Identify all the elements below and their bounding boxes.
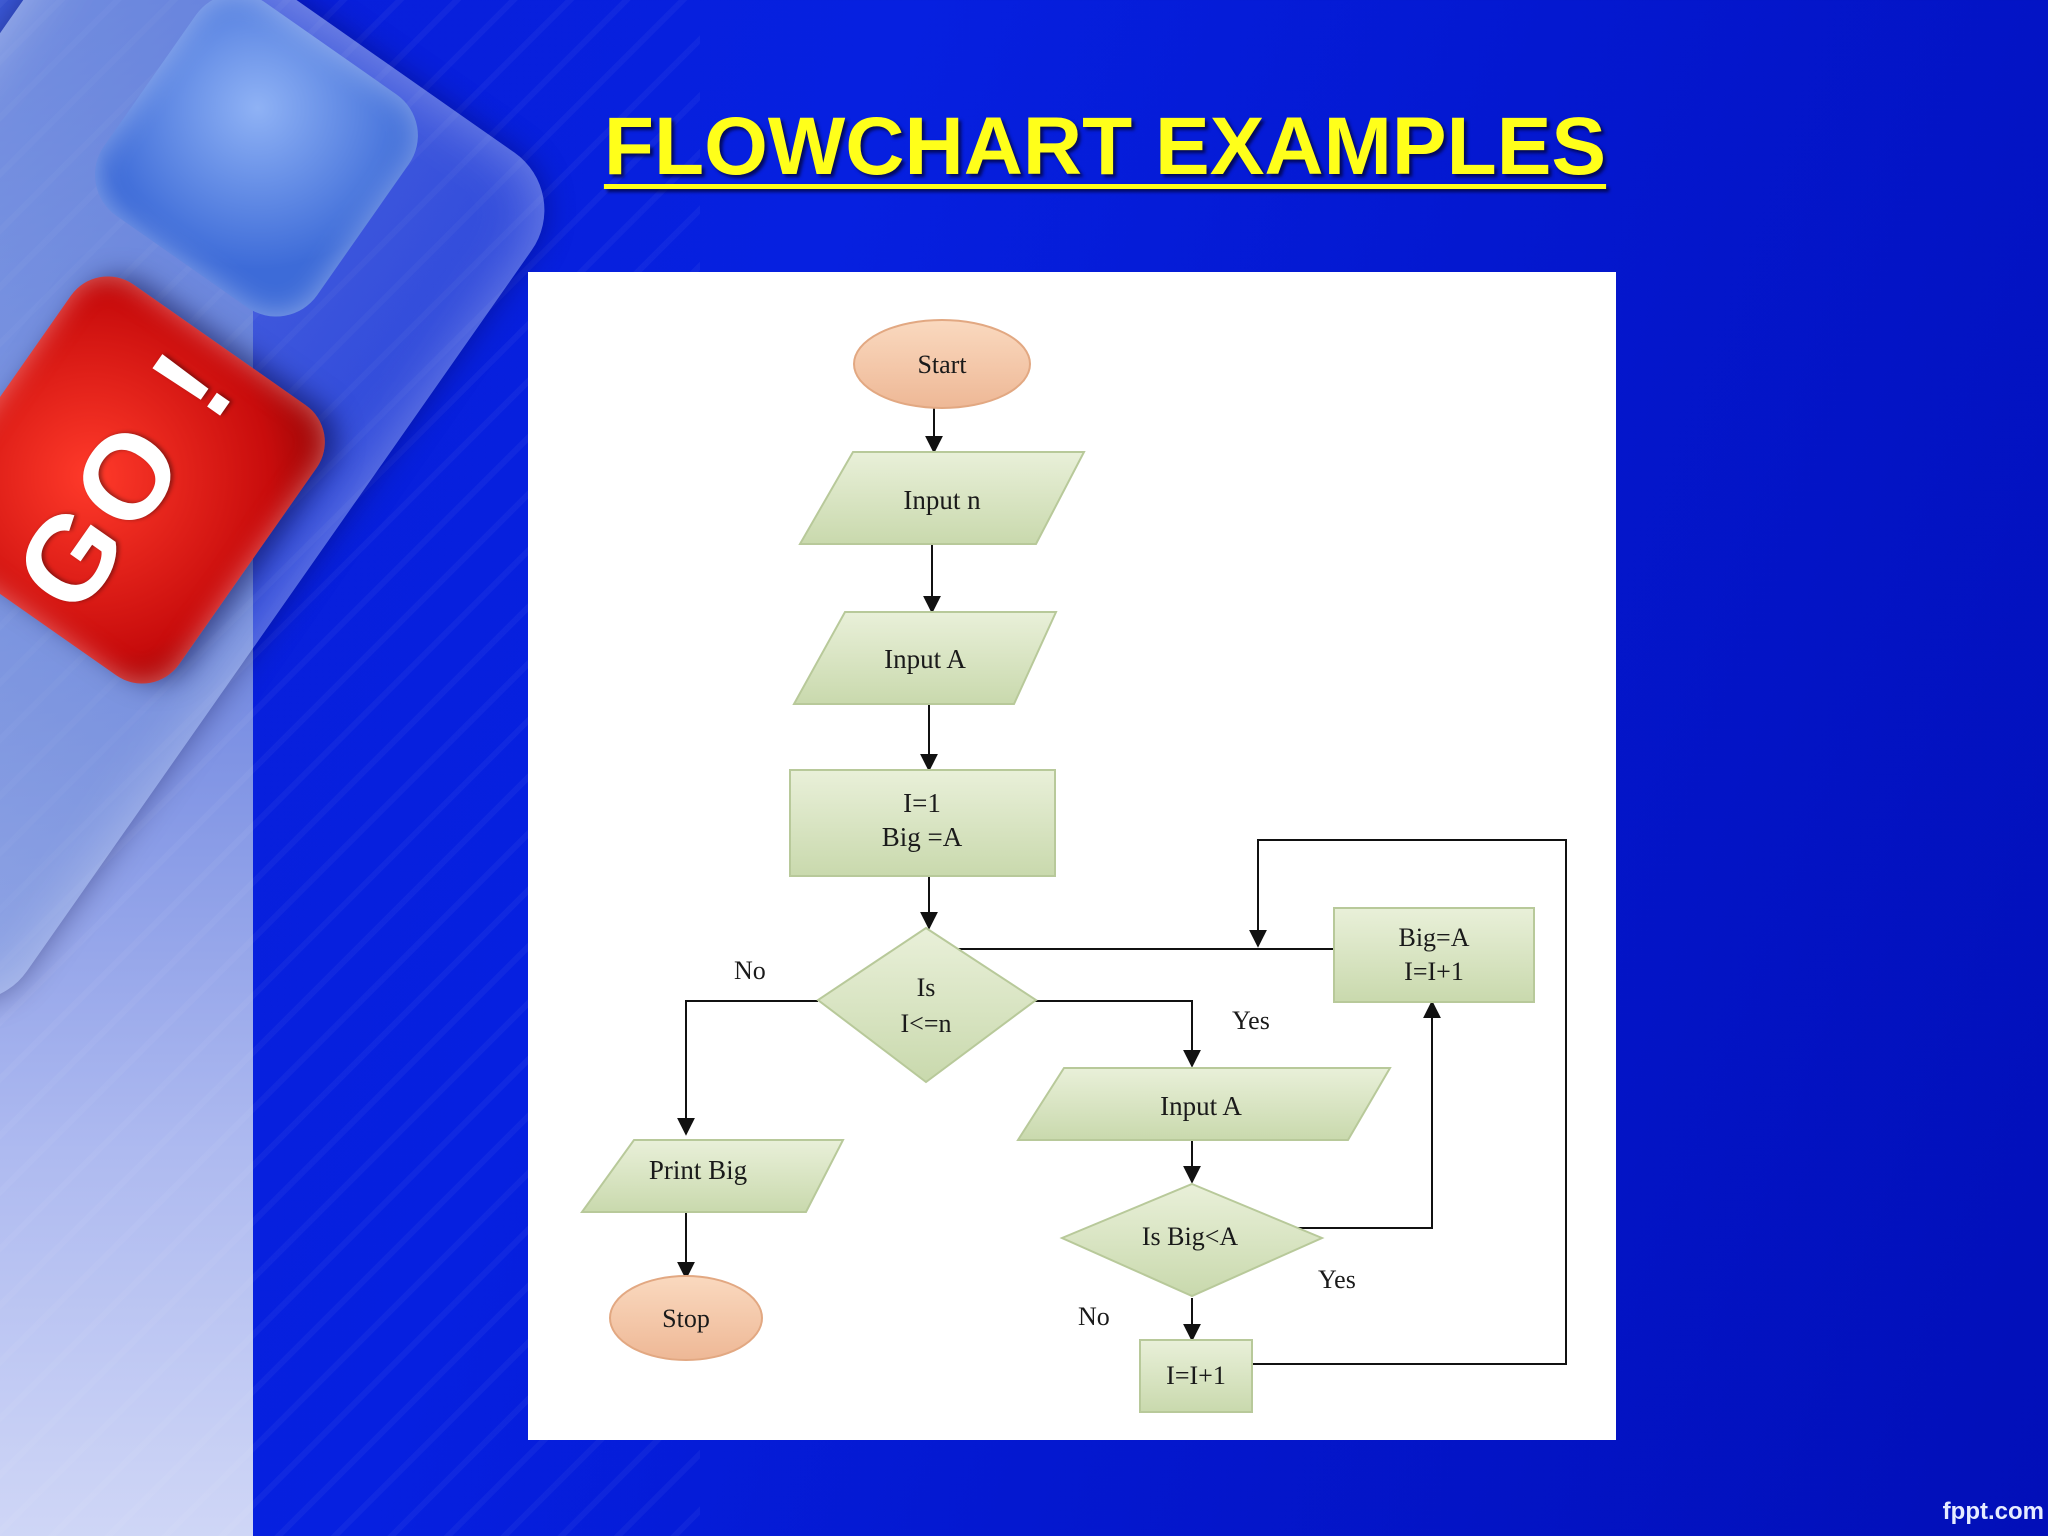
print-big-shape bbox=[580, 1139, 845, 1213]
increment-process bbox=[1139, 1339, 1253, 1413]
decision2-label: Is Big<A bbox=[1142, 1222, 1239, 1251]
blue-key-bottom bbox=[0, 580, 14, 943]
decision1-line-2: I<=n bbox=[901, 1009, 952, 1038]
arrow-decision2-yes-to-update bbox=[1268, 1000, 1441, 1229]
decision-big-lt-a bbox=[1059, 1182, 1325, 1298]
update-line-2: I=I+1 bbox=[1404, 957, 1464, 986]
arrow-increment-loop-back bbox=[1249, 839, 1567, 1365]
label-no-1: No bbox=[734, 956, 766, 985]
input-a-shape-1 bbox=[792, 611, 1058, 705]
label-yes-2: Yes bbox=[1318, 1265, 1356, 1294]
connectors bbox=[677, 406, 1567, 1365]
flowchart-diagram: Start Input n Input A I=1 Big =A Is I<=n… bbox=[580, 319, 1567, 1413]
stop-terminal bbox=[609, 1275, 763, 1361]
stop-label: Stop bbox=[662, 1304, 710, 1333]
input-n-shape bbox=[798, 451, 1086, 545]
input-a-label-2: Input A bbox=[1160, 1091, 1242, 1121]
update-line-1: Big=A bbox=[1398, 923, 1469, 952]
input-n-label: Input n bbox=[903, 485, 981, 515]
arrow-decision-yes-to-input bbox=[1033, 1000, 1201, 1068]
increment-label: I=I+1 bbox=[1166, 1361, 1226, 1390]
print-big-label: Print Big bbox=[649, 1155, 747, 1185]
label-yes-1: Yes bbox=[1232, 1006, 1270, 1035]
init-line-2: Big =A bbox=[882, 822, 963, 852]
arrow-decision-no-to-print bbox=[677, 1000, 818, 1136]
slide-title: FLOWCHART EXAMPLES bbox=[603, 101, 1607, 192]
start-terminal bbox=[853, 319, 1031, 409]
decision1-line-1: Is bbox=[917, 973, 936, 1002]
update-process bbox=[1333, 907, 1535, 1003]
init-line-1: I=1 bbox=[903, 788, 941, 818]
flowchart-panel: Start Input n Input A I=1 Big =A Is I<=n… bbox=[528, 272, 1616, 1440]
label-no-2: No bbox=[1078, 1302, 1110, 1331]
input-a-label-1: Input A bbox=[884, 644, 966, 674]
init-process bbox=[789, 769, 1056, 877]
go-key-label: GO ! bbox=[0, 325, 262, 635]
input-a-shape-2 bbox=[1016, 1067, 1392, 1141]
start-label: Start bbox=[917, 350, 967, 379]
decision-i-le-n bbox=[816, 926, 1038, 1084]
watermark: fppt.com bbox=[1942, 1498, 2044, 1525]
